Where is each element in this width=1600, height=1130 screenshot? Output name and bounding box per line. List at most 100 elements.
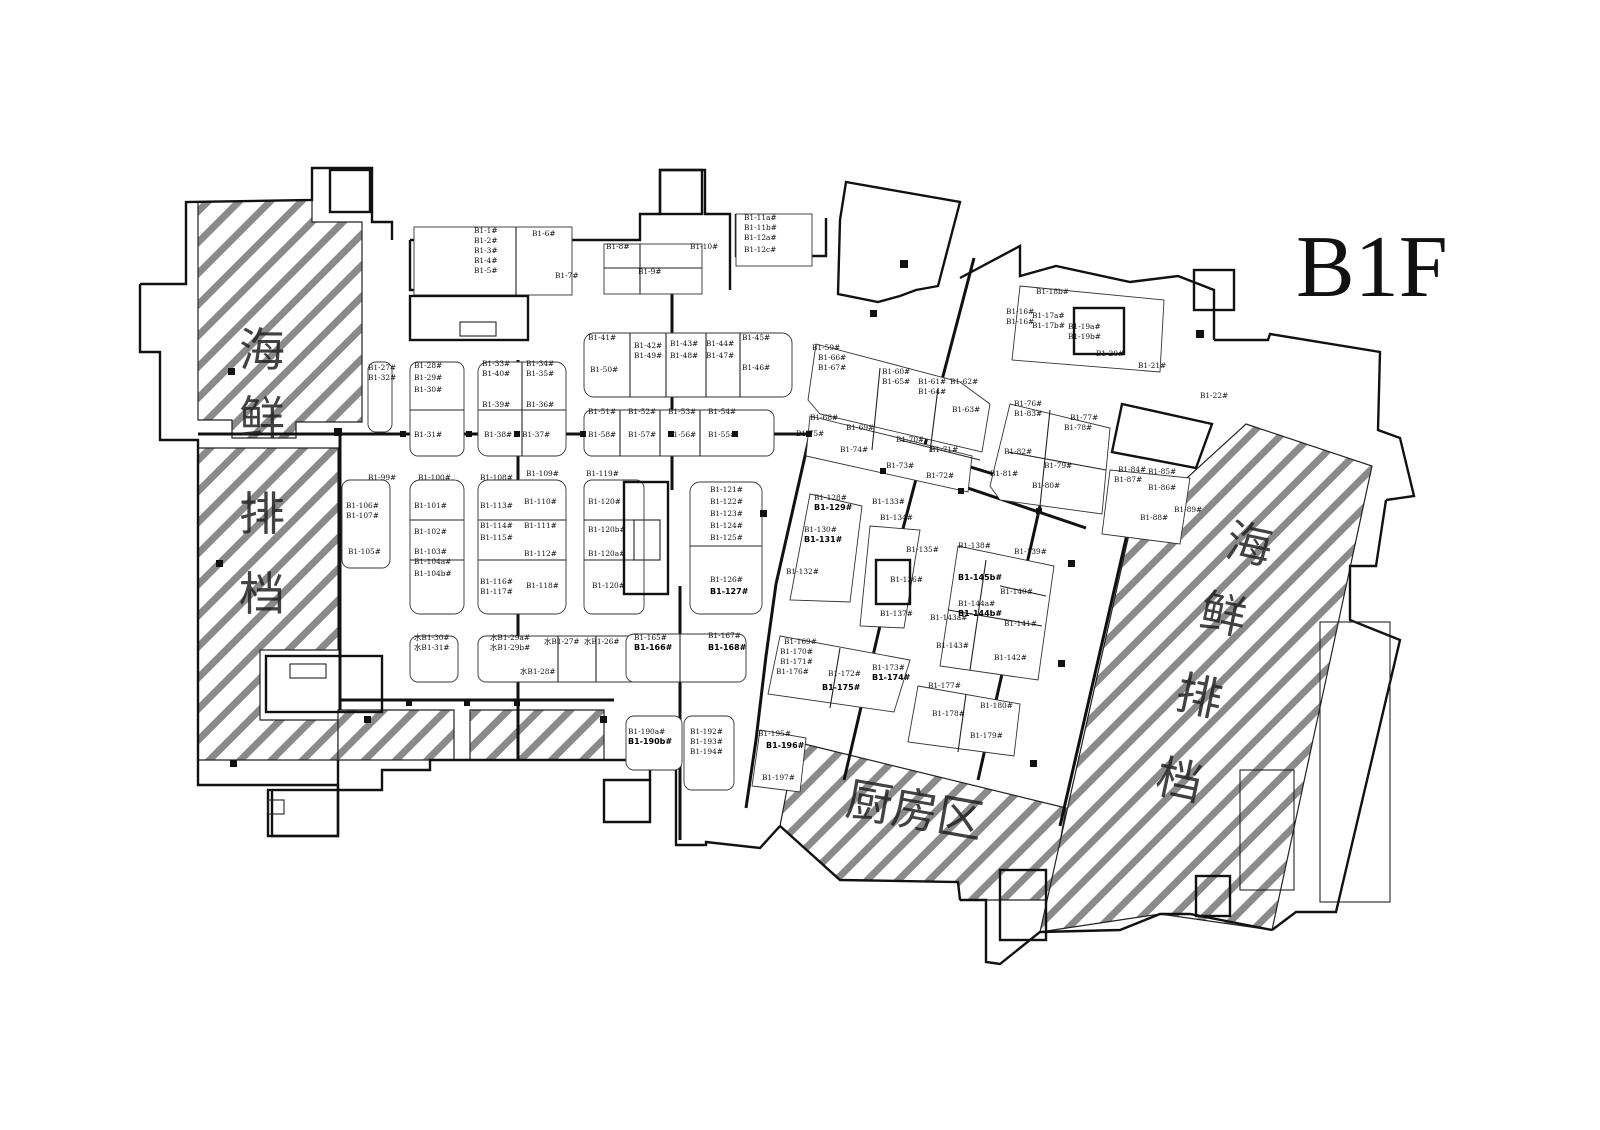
- stall-label: B1-37#: [522, 430, 550, 439]
- stall-label: B1-19a#: [1068, 322, 1101, 331]
- stall-label: B1-27#: [368, 363, 396, 372]
- stall-label: B1-112#: [524, 549, 557, 558]
- stall-label: B1-40#: [482, 369, 510, 378]
- stall-label: B1-32#: [368, 373, 396, 382]
- stall-label: B1-66#: [818, 353, 846, 362]
- stall-label: 水B1-29a#: [490, 633, 530, 642]
- stall-label: B1-190a#: [628, 727, 665, 736]
- stall-label: B1-83#: [1014, 409, 1042, 418]
- zone-south-left: [337, 709, 455, 761]
- stall-label: B1-127#: [710, 587, 749, 596]
- stall-label: B1-63#: [952, 405, 980, 414]
- stall-label: B1-175#: [822, 683, 861, 692]
- stall-label: B1-144a#: [958, 599, 995, 608]
- stall-label: B1-134#: [880, 513, 913, 522]
- stall-label: B1-80#: [1032, 481, 1060, 490]
- zone-labels: 海 鲜 排 档 厨房区 海 鲜 排 档: [239, 323, 1277, 849]
- stall-label: B1-193#: [690, 737, 723, 746]
- stall-label: B1-45#: [742, 333, 770, 342]
- stall-label: B1-35#: [526, 369, 554, 378]
- stall-label: B1-2#: [474, 236, 498, 245]
- stall-label: B1-78#: [1064, 423, 1092, 432]
- stall-label: B1-177#: [928, 681, 961, 690]
- stall-label: B1-108#: [480, 473, 513, 482]
- stall-label: B1-104b#: [414, 569, 452, 578]
- stall-label: B1-85#: [1148, 467, 1176, 476]
- stall-label: B1-41#: [588, 333, 616, 342]
- stall-label: B1-12a#: [744, 233, 777, 242]
- stall-label: B1-88#: [1140, 513, 1168, 522]
- stall-label: B1-115#: [480, 533, 513, 542]
- stall-label: B1-30#: [414, 385, 442, 394]
- stall-label: B1-195#: [758, 729, 791, 738]
- zone-west-char-4: 档: [239, 567, 285, 621]
- stall-label: B1-29#: [414, 373, 442, 382]
- stall-label: B1-166#: [634, 643, 673, 652]
- stall-label: B1-131#: [804, 535, 843, 544]
- stall-label: B1-57#: [628, 430, 656, 439]
- stall-label: B1-113#: [480, 501, 513, 510]
- stall-label: B1-121#: [710, 485, 743, 494]
- stall-label: 水B1-26#: [584, 637, 620, 646]
- zone-west-char-3: 排: [239, 487, 285, 541]
- stall-label: B1-75#: [796, 429, 824, 438]
- stall-label: B1-102#: [414, 527, 447, 536]
- stall-label: B1-125#: [710, 533, 743, 542]
- stall-label: B1-144b#: [958, 609, 1002, 618]
- stall-label: B1-109#: [526, 469, 559, 478]
- stall-label: B1-114#: [480, 521, 513, 530]
- stall-label: B1-47#: [706, 351, 734, 360]
- stall-label: B1-71#: [930, 445, 958, 454]
- stall-label: B1-145b#: [958, 573, 1002, 582]
- stall-label: B1-62#: [950, 377, 978, 386]
- stall-label: B1-135#: [906, 545, 939, 554]
- stall-label: B1-44#: [706, 339, 734, 348]
- stall-label: B1-133#: [872, 497, 905, 506]
- stall-label: B1-76#: [1014, 399, 1042, 408]
- stall-label: B1-60#: [882, 367, 910, 376]
- stall-label: B1-74#: [840, 445, 868, 454]
- stall-label: B1-194#: [690, 747, 723, 756]
- stall-label: B1-165#: [634, 633, 667, 642]
- stall-label: B1-86#: [1148, 483, 1176, 492]
- stall-label: B1-79#: [1044, 461, 1072, 470]
- stall-label: B1-21#: [1138, 361, 1166, 370]
- stall-label: B1-58#: [588, 430, 616, 439]
- stall-label: B1-18b#: [1036, 287, 1069, 296]
- stall-label: B1-143#: [936, 641, 969, 650]
- stall-label: B1-143a#: [930, 613, 967, 622]
- stall-label: B1-69#: [846, 423, 874, 432]
- stall-label: B1-120b#: [588, 525, 626, 534]
- stall-label: B1-140#: [1000, 587, 1033, 596]
- stall-label: B1-4#: [474, 256, 498, 265]
- stall-label: B1-48#: [670, 351, 698, 360]
- stall-label: B1-55#: [708, 430, 736, 439]
- stall-label: B1-173#: [872, 663, 905, 672]
- stall-label: B1-56#: [668, 430, 696, 439]
- zone-west-top: [197, 199, 363, 439]
- stall-label: B1-172#: [828, 669, 861, 678]
- stall-label: B1-120a#: [588, 549, 625, 558]
- stall-label: B1-7#: [555, 271, 579, 280]
- stall-label: B1-5#: [474, 266, 498, 275]
- stall-labels: B1-1#B1-2#B1-3#B1-4#B1-5#B1-6#B1-7#B1-8#…: [346, 213, 1228, 782]
- stall-label: B1-77#: [1070, 413, 1098, 422]
- stall-label: B1-53#: [668, 407, 696, 416]
- stall-label: B1-107#: [346, 511, 379, 520]
- stall-label: B1-28#: [414, 361, 442, 370]
- stall-label: 水B1-27#: [544, 637, 580, 646]
- nodes: [216, 260, 1204, 767]
- stall-label: B1-39#: [482, 400, 510, 409]
- stall-label: B1-1#: [474, 226, 498, 235]
- stall-label: B1-120#: [588, 497, 621, 506]
- zone-east-char-3: 排: [1171, 665, 1227, 727]
- stall-label: B1-49#: [634, 351, 662, 360]
- stall-label: B1-169#: [784, 637, 817, 646]
- stall-label: B1-120#: [592, 581, 625, 590]
- stall-label: B1-65#: [882, 377, 910, 386]
- stall-label: B1-36#: [526, 400, 554, 409]
- stall-label: B1-81#: [990, 469, 1018, 478]
- stall-label: B1-38#: [484, 430, 512, 439]
- stall-label: 水B1-30#: [414, 633, 450, 642]
- stall-label: B1-104a#: [414, 557, 451, 566]
